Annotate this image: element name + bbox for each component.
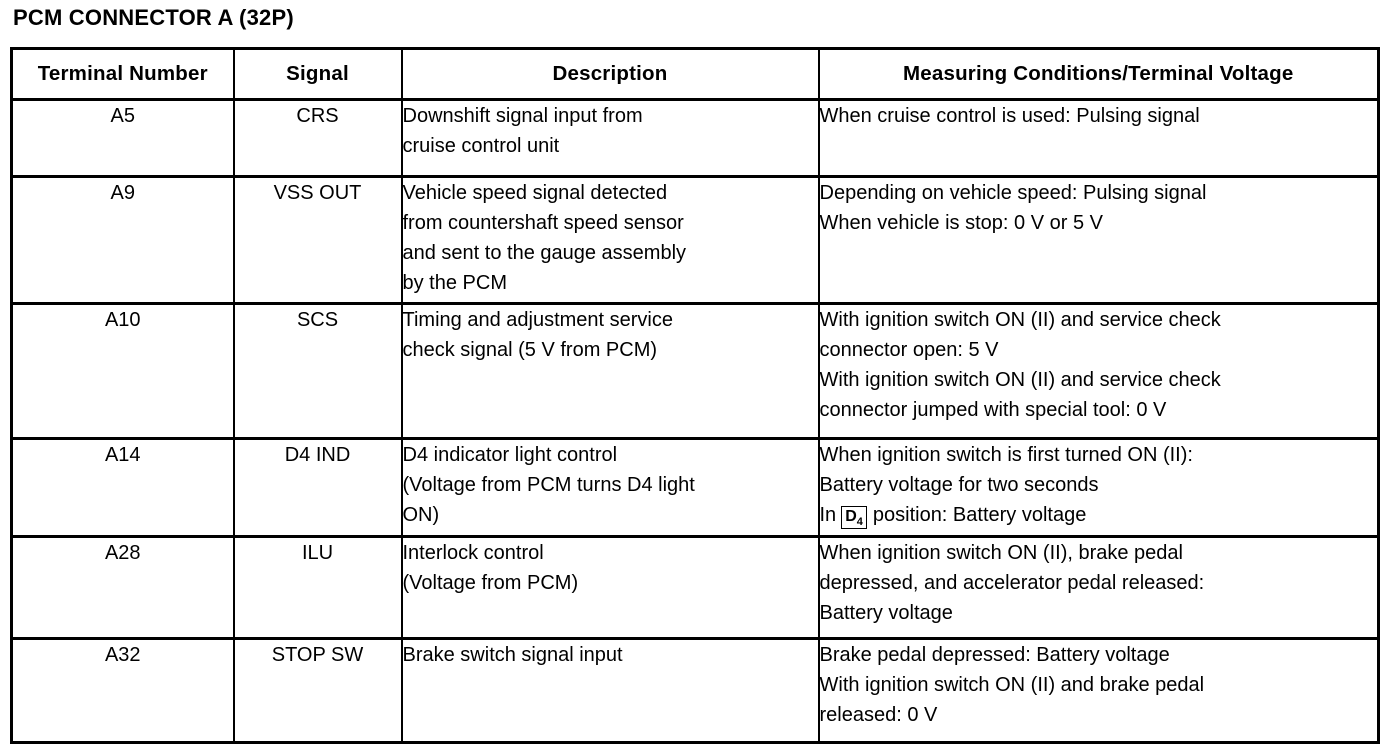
column-header-signal: Signal xyxy=(232,47,403,101)
description-cell: D4 indicator light control (Voltage from… xyxy=(400,437,820,538)
signal-cell: ILU xyxy=(232,535,403,640)
signal-cell: VSS OUT xyxy=(232,175,403,305)
column-header-terminal: Terminal Number xyxy=(10,47,235,101)
table-row: A10 SCS Timing and adjustment service ch… xyxy=(10,302,1380,440)
terminal-cell: A9 xyxy=(10,175,235,305)
d4-subscript: 4 xyxy=(856,516,863,529)
d4-gear-position-box: D4 xyxy=(841,506,867,530)
d4-letter: D xyxy=(845,508,857,525)
description-cell: Brake switch signal input xyxy=(400,637,820,744)
signal-cell: D4 IND xyxy=(232,437,403,538)
table-row: A9 VSS OUT Vehicle speed signal detected… xyxy=(10,175,1380,305)
terminal-cell: A32 xyxy=(10,637,235,744)
conditions-cell: When ignition switch is first turned ON … xyxy=(817,437,1380,538)
conditions-d4-suffix: position: Battery voltage xyxy=(872,504,1087,526)
conditions-in-label: In xyxy=(819,504,837,526)
description-cell: Interlock control (Voltage from PCM) xyxy=(400,535,820,640)
table-header-row: Terminal Number Signal Description Measu… xyxy=(10,47,1380,101)
pinout-table: Terminal Number Signal Description Measu… xyxy=(10,47,1380,744)
conditions-cell: Brake pedal depressed: Battery voltage W… xyxy=(817,637,1380,744)
terminal-cell: A10 xyxy=(10,302,235,440)
terminal-cell: A14 xyxy=(10,437,235,538)
table-row: A14 D4 IND D4 indicator light control (V… xyxy=(10,437,1380,538)
terminal-cell: A28 xyxy=(10,535,235,640)
column-header-conditions: Measuring Conditions/Terminal Voltage xyxy=(817,47,1380,101)
signal-cell: SCS xyxy=(232,302,403,440)
terminal-cell: A5 xyxy=(10,98,235,178)
page-title: PCM CONNECTOR A (32P) xyxy=(13,5,294,30)
table-row: A32 STOP SW Brake switch signal input Br… xyxy=(10,637,1380,744)
conditions-cell: Depending on vehicle speed: Pulsing sign… xyxy=(817,175,1380,305)
table-row: A5 CRS Downshift signal input from cruis… xyxy=(10,98,1380,178)
signal-cell: CRS xyxy=(232,98,403,178)
description-cell: Vehicle speed signal detected from count… xyxy=(400,175,820,305)
conditions-cell: When cruise control is used: Pulsing sig… xyxy=(817,98,1380,178)
column-header-description: Description xyxy=(400,47,820,101)
conditions-cell: With ignition switch ON (II) and service… xyxy=(817,302,1380,440)
table-row: A28 ILU Interlock control (Voltage from … xyxy=(10,535,1380,640)
conditions-cell: When ignition switch ON (II), brake peda… xyxy=(817,535,1380,640)
conditions-text: When ignition switch is first turned ON … xyxy=(819,444,1193,496)
description-cell: Downshift signal input from cruise contr… xyxy=(400,98,820,178)
signal-cell: STOP SW xyxy=(232,637,403,744)
description-cell: Timing and adjustment service check sign… xyxy=(400,302,820,440)
